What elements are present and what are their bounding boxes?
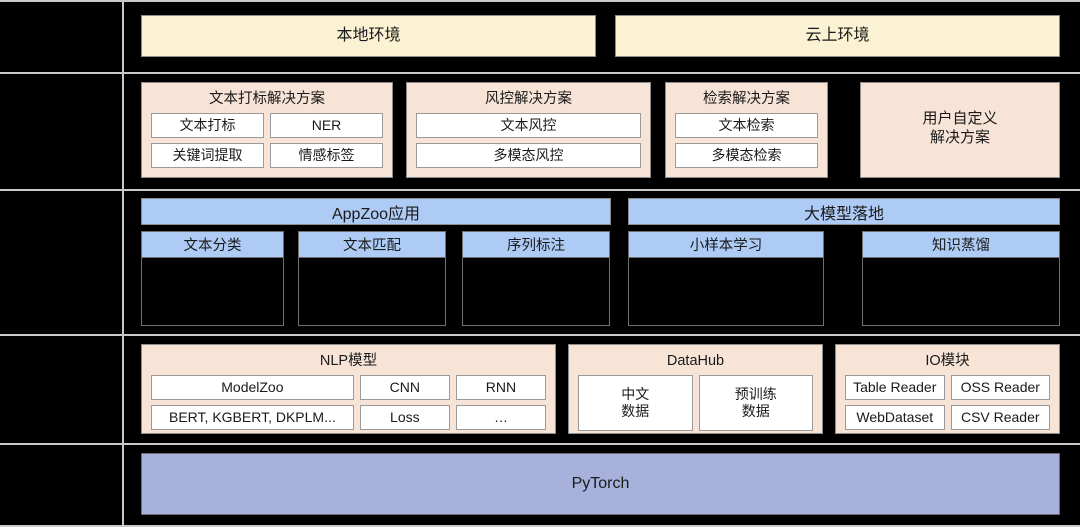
app-card-knowledge-distillation[interactable]: 知识蒸馏 [862, 231, 1060, 326]
solution-chip[interactable]: 情感标签 [270, 143, 383, 169]
nlp-chip[interactable]: … [455, 405, 547, 431]
core-group-title: IO模块 [925, 353, 970, 369]
io-chip-table-reader[interactable]: Table Reader [845, 375, 945, 401]
solution-group-custom[interactable]: 用户自定义 解决方案 [860, 82, 1060, 178]
app-band-llm[interactable]: 大模型落地 [628, 198, 1060, 225]
app-card-few-shot-learning[interactable]: 小样本学习 [628, 231, 824, 326]
nlp-column-rnn: RNN … [455, 375, 547, 431]
custom-solution-line-2: 解决方案 [929, 129, 990, 146]
solution-chip[interactable]: 文本检索 [675, 113, 818, 139]
env-label-cloud: 云上环境 [805, 27, 870, 44]
env-box-cloud[interactable]: 云上环境 [615, 15, 1060, 57]
io-column-left: Table Reader WebDataset [845, 375, 945, 431]
solution-chip-row: 关键词提取 情感标签 [151, 143, 383, 169]
datahub-chip-pretrain-data[interactable]: 预训练 数据 [698, 375, 813, 432]
app-card-text-matching[interactable]: 文本匹配 [298, 231, 446, 326]
io-chip-csv-reader[interactable]: CSV Reader [950, 405, 1050, 431]
nlp-column-cnn: CNN Loss [359, 375, 450, 431]
nlp-chip[interactable]: BERT, KGBERT, DKPLM... [151, 405, 354, 431]
framework-label: PyTorch [571, 475, 630, 492]
core-group-title: NLP模型 [319, 353, 378, 369]
datahub-chip-chinese-data[interactable]: 中文 数据 [578, 375, 693, 432]
solution-chip[interactable]: 文本风控 [416, 113, 641, 139]
solution-chip[interactable]: NER [270, 113, 383, 139]
solution-chip-row: 多模态检索 [675, 143, 818, 169]
app-band-label: AppZoo应用 [331, 205, 421, 223]
io-chip-webdataset[interactable]: WebDataset [845, 405, 945, 431]
solution-group-retrieval[interactable]: 检索解决方案 文本检索 多模态检索 [665, 82, 828, 178]
grid-rule-top [0, 0, 1080, 2]
io-chip-oss-reader[interactable]: OSS Reader [950, 375, 1050, 401]
app-card-body [142, 258, 283, 325]
datahub-chip-grid: 中文 数据 预训练 数据 [578, 375, 813, 432]
core-group-io-module[interactable]: IO模块 Table Reader WebDataset OSS Reader … [835, 344, 1060, 434]
grid-rule-2 [0, 189, 1080, 191]
grid-rule-4 [0, 443, 1080, 445]
app-card-text-classification[interactable]: 文本分类 [141, 231, 284, 326]
core-group-nlp-model[interactable]: NLP模型 ModelZoo BERT, KGBERT, DKPLM... CN… [141, 344, 556, 434]
nlp-chip-grid: ModelZoo BERT, KGBERT, DKPLM... CNN Loss… [151, 375, 547, 431]
datahub-chip-line-2: 数据 [741, 403, 770, 420]
env-box-local[interactable]: 本地环境 [141, 15, 596, 57]
app-card-body [299, 258, 445, 325]
solution-chip-row: 多模态风控 [416, 143, 641, 169]
env-label-local: 本地环境 [336, 27, 401, 44]
io-chip-grid: Table Reader WebDataset OSS Reader CSV R… [845, 375, 1050, 431]
solution-chip[interactable]: 关键词提取 [151, 143, 264, 169]
nlp-chip[interactable]: ModelZoo [151, 375, 354, 401]
solution-chip[interactable]: 多模态风控 [416, 143, 641, 169]
core-group-datahub[interactable]: DataHub 中文 数据 预训练 数据 [568, 344, 823, 434]
io-column-right: OSS Reader CSV Reader [950, 375, 1050, 431]
grid-rule-3 [0, 334, 1080, 336]
grid-vertical-rule [122, 0, 124, 527]
nlp-chip[interactable]: RNN [455, 375, 547, 401]
framework-band-pytorch[interactable]: PyTorch [141, 453, 1060, 515]
solution-chip[interactable]: 多模态检索 [675, 143, 818, 169]
solution-group-title: 检索解决方案 [703, 91, 790, 107]
app-band-label: 大模型落地 [803, 205, 884, 223]
app-card-title: 小样本学习 [629, 232, 823, 258]
nlp-chip[interactable]: CNN [359, 375, 450, 401]
datahub-chip-line-1: 中文 [621, 386, 650, 403]
solution-group-text-labeling[interactable]: 文本打标解决方案 文本打标 NER 关键词提取 情感标签 [141, 82, 393, 178]
solution-chip-row: 文本风控 [416, 113, 641, 139]
app-card-title: 序列标注 [463, 232, 609, 258]
app-card-body [463, 258, 609, 325]
grid-rule-1 [0, 72, 1080, 74]
nlp-chip[interactable]: Loss [359, 405, 450, 431]
app-card-sequence-labeling[interactable]: 序列标注 [462, 231, 610, 326]
datahub-chip-line-2: 数据 [621, 403, 650, 420]
datahub-chip-line-1: 预训练 [734, 386, 777, 403]
nlp-column-modelzoo: ModelZoo BERT, KGBERT, DKPLM... [151, 375, 354, 431]
app-band-appzoo[interactable]: AppZoo应用 [141, 198, 611, 225]
custom-solution-line-1: 用户自定义 [922, 110, 998, 128]
core-group-title: DataHub [666, 353, 725, 369]
solution-group-risk-control[interactable]: 风控解决方案 文本风控 多模态风控 [406, 82, 651, 178]
solution-chip-row: 文本打标 NER [151, 113, 383, 139]
solution-group-title: 文本打标解决方案 [209, 91, 325, 107]
app-card-title: 文本分类 [142, 232, 283, 258]
datahub-column: 中文 数据 [578, 375, 693, 432]
app-card-body [629, 258, 823, 325]
app-card-body [863, 258, 1059, 325]
solution-chip[interactable]: 文本打标 [151, 113, 264, 139]
solution-chip-row: 文本检索 [675, 113, 818, 139]
app-card-title: 文本匹配 [299, 232, 445, 258]
datahub-column: 预训练 数据 [698, 375, 813, 432]
app-card-title: 知识蒸馏 [863, 232, 1059, 258]
solution-group-title: 风控解决方案 [485, 91, 572, 107]
grid-rule-bottom [0, 525, 1080, 527]
